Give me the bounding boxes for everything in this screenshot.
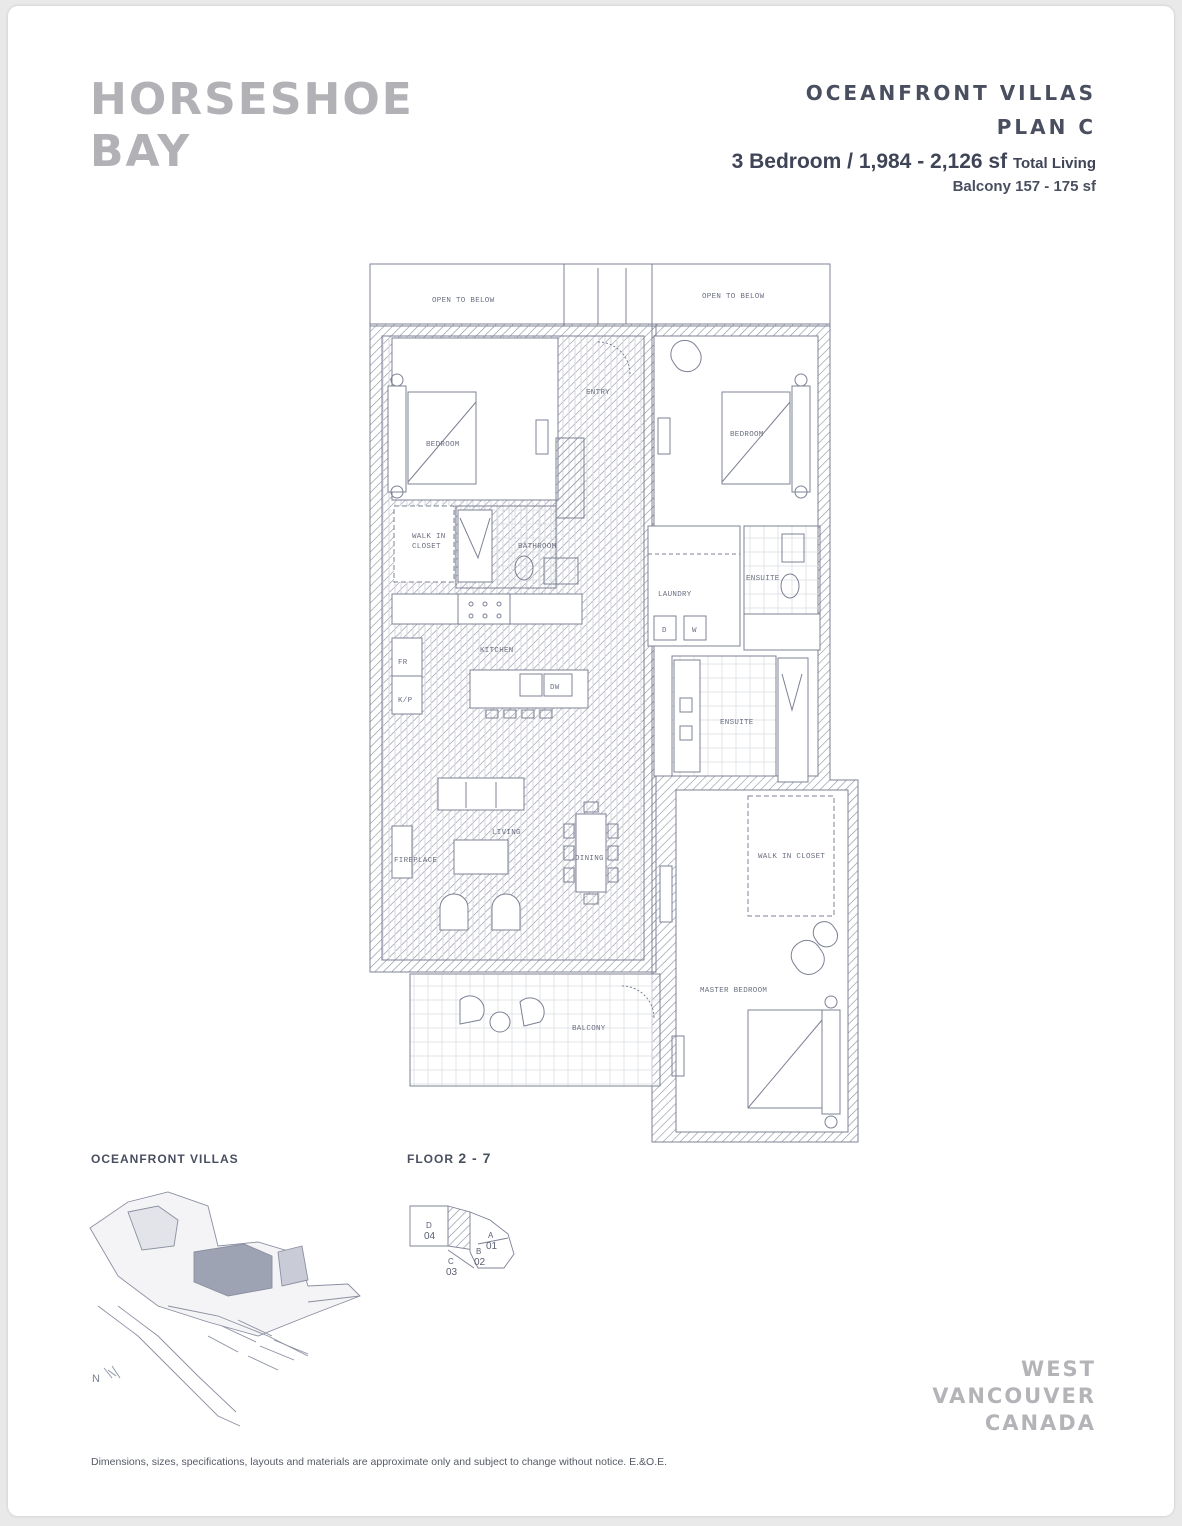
label-fireplace: FIREPLACE <box>394 857 437 865</box>
key-unit-a-number: 01 <box>486 1241 498 1252</box>
floor-key-plan <box>409 1205 515 1269</box>
label-master-bedroom: MASTER BEDROOM <box>700 987 767 995</box>
label-bathroom: BATHROOM <box>518 543 557 551</box>
disclaimer-text: Dimensions, sizes, specifications, layou… <box>91 1456 668 1468</box>
brand-line-2: BAY <box>90 126 192 177</box>
floor-plan-drawing: OPEN TO BELOW OPEN TO BELOW ENTRY BEDROO… <box>89 263 859 1427</box>
label-pantry: K/P <box>398 697 413 705</box>
key-unit-d-letter: D <box>426 1221 432 1230</box>
balcony-spec: Balcony 157 - 175 sf <box>952 178 1096 195</box>
key-unit-d-number: 04 <box>424 1231 436 1242</box>
site-aerial-sketch <box>89 1191 361 1427</box>
plan-header: OCEANFRONT VILLAS PLAN C 3 Bedroom / 1,9… <box>732 76 1096 195</box>
label-dining: DINING <box>575 855 604 863</box>
unit-spec-suffix: Total Living <box>1012 155 1096 172</box>
key-unit-c-number: 03 <box>446 1267 458 1278</box>
key-unit-c-letter: C <box>448 1257 454 1266</box>
label-ensuite-1: ENSUITE <box>746 575 780 583</box>
label-open-to-below-2: OPEN TO BELOW <box>702 293 765 301</box>
location-line-3: CANADA <box>984 1411 1096 1435</box>
floor-caption-range: 2 - 7 <box>458 1150 492 1166</box>
label-walk-in-2: WALK IN CLOSET <box>758 853 825 861</box>
compass-north-label: N <box>92 1373 100 1385</box>
aerial-caption: OCEANFRONT VILLAS <box>91 1152 239 1166</box>
label-kitchen: KITCHEN <box>480 647 514 655</box>
label-laundry: LAUNDRY <box>658 591 692 599</box>
lower-balcony-outline <box>409 973 661 1087</box>
key-unit-a-letter: A <box>488 1231 494 1240</box>
collection-title: OCEANFRONT VILLAS <box>805 81 1096 105</box>
label-entry: ENTRY <box>586 389 610 397</box>
location-line-1: WEST <box>1021 1357 1096 1381</box>
label-washer: W <box>692 627 697 635</box>
brand-logo: HORSESHOE BAY <box>90 74 414 178</box>
label-ensuite-2: ENSUITE <box>720 719 754 727</box>
label-bedroom-1: BEDROOM <box>426 441 460 449</box>
unit-spec-main: 3 Bedroom / 1,984 - 2,126 sf <box>731 150 1008 173</box>
label-balcony: BALCONY <box>572 1025 606 1033</box>
label-walk-in-1b: CLOSET <box>412 543 441 551</box>
plan-title: PLAN C <box>996 115 1096 139</box>
label-dryer: D <box>662 627 667 635</box>
label-walk-in-1a: WALK IN <box>412 533 446 541</box>
brochure-sheet: HORSESHOE BAY OCEANFRONT VILLAS PLAN C 3… <box>8 6 1174 1516</box>
floor-caption-label: FLOOR <box>407 1152 454 1166</box>
label-dishwasher: DW <box>550 684 560 692</box>
label-living: LIVING <box>492 829 521 837</box>
floor-caption: FLOOR 2 - 7 <box>407 1150 491 1166</box>
label-bedroom-2: BEDROOM <box>730 431 764 439</box>
label-open-to-below-1: OPEN TO BELOW <box>432 297 495 305</box>
key-unit-b-number: 02 <box>474 1257 486 1268</box>
location-line-2: VANCOUVER <box>932 1384 1096 1408</box>
location-block: WEST VANCOUVER CANADA <box>932 1356 1096 1437</box>
upper-balcony-outline <box>369 263 831 327</box>
room-labels: OPEN TO BELOW OPEN TO BELOW ENTRY BEDROO… <box>394 293 825 1033</box>
key-plan-unit-labels: D 04 A 01 B 02 C 03 <box>424 1221 498 1278</box>
key-unit-b-letter: B <box>476 1247 481 1256</box>
unit-spec: 3 Bedroom / 1,984 - 2,126 sf Total Livin… <box>732 150 1096 174</box>
label-fridge: FR <box>398 659 408 667</box>
brand-line-1: HORSESHOE <box>90 74 414 125</box>
